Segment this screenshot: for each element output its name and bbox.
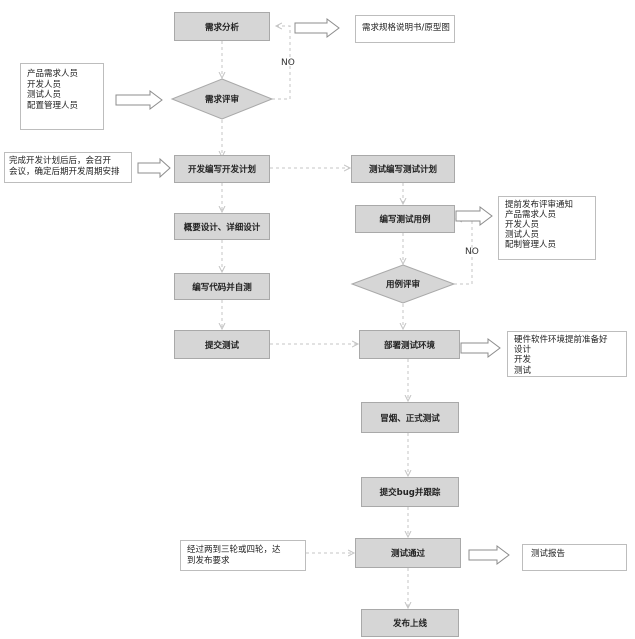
bug-track-node: 提交bug并跟踪	[361, 477, 459, 507]
submit-test-node: 提交测试	[174, 330, 270, 359]
rounds-note: 经过两到三轮或四轮，达 到发布要求	[180, 540, 306, 571]
case-review-notice-note: 提前发布评审通知 产品需求人员 开发人员 测试人员 配制管理人员	[498, 196, 596, 260]
env-ready-note: 硬件软件环境提前准备好 设计 开发 测试	[507, 331, 627, 377]
case-review-label: 用例评审	[385, 280, 420, 290]
review-people-note: 产品需求人员 开发人员 测试人员 配置管理人员	[20, 63, 104, 130]
case-review-diamond	[350, 264, 456, 304]
block-arrow-people	[115, 90, 163, 110]
test-cases-node: 编写测试用例	[355, 205, 455, 233]
req-analysis-node: 需求分析	[174, 12, 270, 41]
block-arrow-meeting	[137, 157, 171, 179]
test-plan-node: 测试编写测试计划	[351, 155, 455, 183]
no-label-req: NO	[281, 58, 295, 68]
smoke-test-node: 冒烟、正式测试	[361, 402, 459, 433]
block-arrow-report	[468, 545, 510, 565]
release-node: 发布上线	[361, 609, 459, 637]
design-node: 概要设计、详细设计	[174, 213, 270, 240]
spec-note: 需求规格说明书/原型图	[355, 15, 455, 43]
block-arrow-spec	[294, 18, 340, 38]
block-arrow-env	[460, 338, 501, 358]
report-note: 测试报告	[522, 544, 627, 571]
test-pass-node: 测试通过	[355, 538, 461, 568]
block-arrow-notice	[455, 206, 493, 226]
req-review-diamond	[170, 78, 274, 120]
no-label-case: NO	[465, 247, 479, 257]
dev-plan-node: 开发编写开发计划	[174, 155, 270, 183]
meeting-note: 完成开发计划后后，会召开 会议，确定后期开发周期安排	[4, 152, 132, 183]
code-node: 编写代码并自测	[174, 273, 270, 300]
deploy-env-node: 部署测试环境	[359, 330, 460, 359]
req-review-label: 需求评审	[204, 95, 239, 105]
